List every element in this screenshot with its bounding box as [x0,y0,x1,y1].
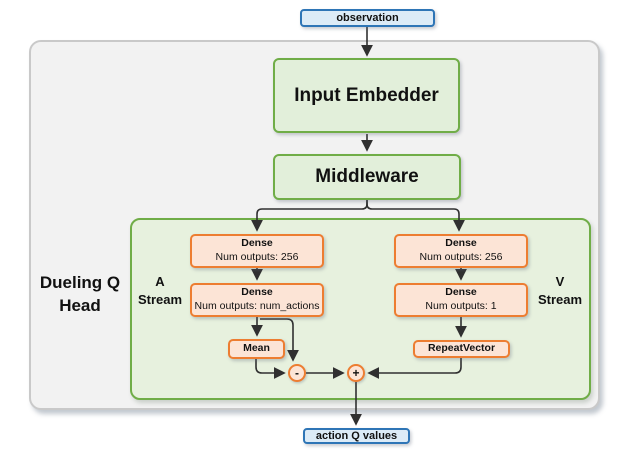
a-stream-label: A Stream [130,273,190,309]
middleware-node: Middleware [273,154,461,200]
plus-icon: + [352,366,360,380]
a-stream-label-line2: Stream [137,292,183,308]
repeat-vector-node: RepeatVector [413,340,510,358]
a-stream-label-line1: A [155,274,165,289]
mean-node: Mean [228,339,285,359]
dueling-q-head-label: Dueling Q Head [28,272,132,318]
action-q-values-node: action Q values [303,428,410,444]
a-dense-1-outputs: Num outputs: 256 [215,251,299,263]
v-stream-label: V Stream [528,273,592,309]
v-stream-label-line2: Stream [537,292,583,308]
a-dense-2-node: Dense Num outputs: num_actions [190,283,324,317]
a-dense-1-title: Dense [241,237,273,250]
observation-node: observation [300,9,435,27]
v-stream-label-line1: V [555,274,565,289]
a-dense-2-outputs: Num outputs: num_actions [194,300,320,312]
a-dense-1-node: Dense Num outputs: 256 [190,234,324,268]
input-embedder-node: Input Embedder [273,58,460,133]
mean-label: Mean [243,342,270,355]
v-dense-2-node: Dense Num outputs: 1 [394,283,528,317]
observation-label: observation [336,12,399,24]
v-dense-1-title: Dense [445,237,477,250]
dueling-q-head-label-line1: Dueling Q [39,273,121,292]
minus-icon: - [295,366,299,380]
middleware-label: Middleware [315,166,419,187]
add-operator-node: + [347,364,365,382]
v-dense-2-outputs: Num outputs: 1 [425,300,497,312]
v-dense-2-title: Dense [445,286,477,299]
subtract-operator-node: - [288,364,306,382]
input-embedder-label: Input Embedder [294,84,439,106]
dueling-q-head-label-line2: Head [59,295,101,315]
action-q-values-label: action Q values [315,430,398,442]
repeat-vector-label: RepeatVector [427,342,496,355]
v-dense-1-outputs: Num outputs: 256 [419,251,503,263]
a-dense-2-title: Dense [241,286,273,299]
v-dense-1-node: Dense Num outputs: 256 [394,234,528,268]
